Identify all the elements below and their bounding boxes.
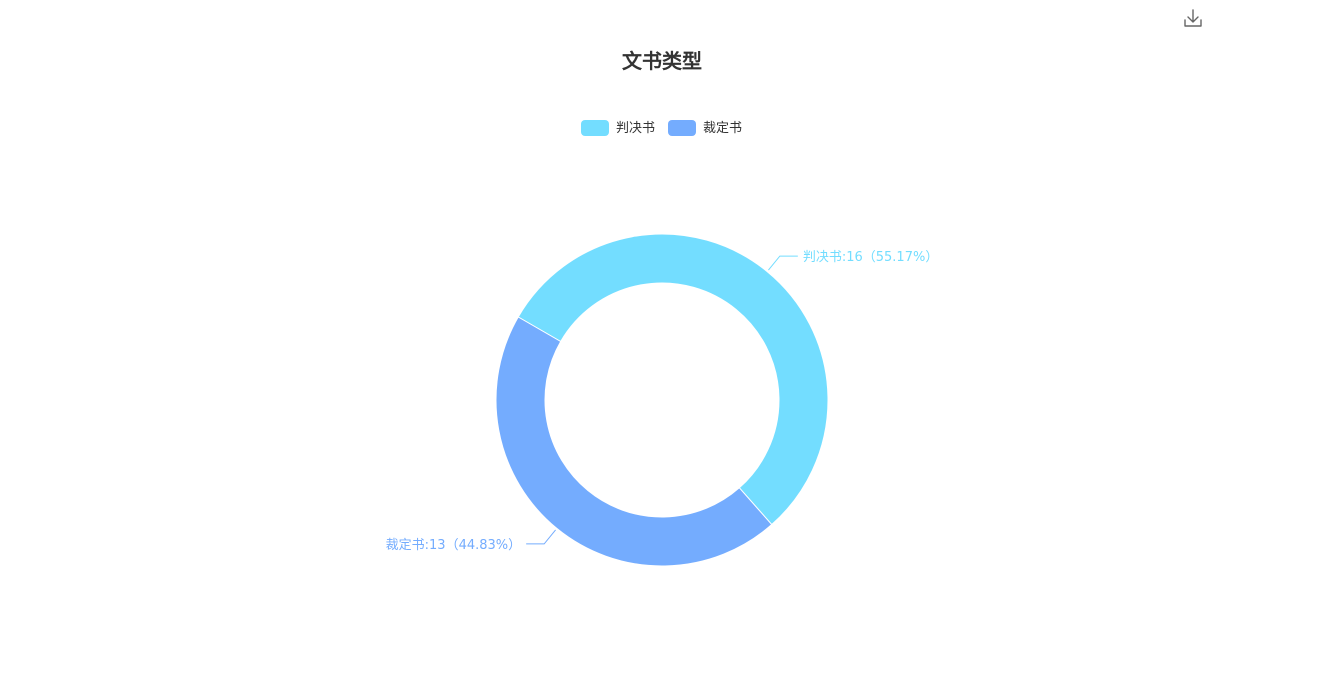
legend-label-1: 裁定书: [703, 120, 742, 136]
donut: [495, 233, 829, 567]
legend-swatch-1: [668, 120, 696, 136]
slice-label-0: 判决书:16（55.17%）: [803, 250, 939, 265]
leader-line-0: [768, 255, 798, 271]
slice-1[interactable]: [495, 316, 773, 567]
legend: 判决书 裁定书: [581, 120, 742, 136]
legend-swatch-0: [581, 120, 609, 136]
leader-line-1: [526, 529, 556, 545]
legend-item-1[interactable]: 裁定书: [668, 120, 742, 136]
slice-0[interactable]: [517, 233, 829, 526]
download-icon[interactable]: [1182, 7, 1204, 29]
legend-item-0[interactable]: 判决书: [581, 120, 655, 136]
legend-label-0: 判决书: [616, 121, 655, 136]
slice-label-1: 裁定书:13（44.83%）: [386, 537, 522, 553]
chart-title: 文书类型: [622, 49, 702, 73]
